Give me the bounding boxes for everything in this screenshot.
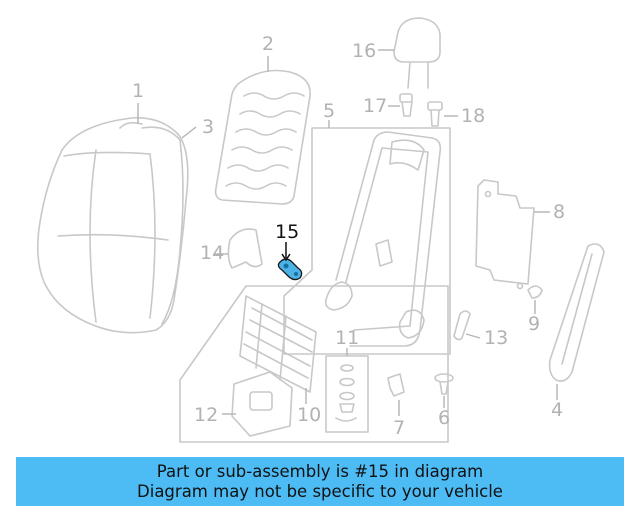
part-10-12-group bbox=[179, 285, 449, 443]
callout-1: 1 bbox=[132, 80, 144, 102]
leader-15-arrow-icon bbox=[281, 253, 291, 262]
part-4-side-trim bbox=[548, 243, 605, 382]
callout-9: 9 bbox=[528, 313, 540, 335]
part-9-clip bbox=[527, 285, 543, 299]
leader-3 bbox=[181, 126, 197, 139]
part-14-bracket bbox=[227, 228, 263, 269]
callout-10: 10 bbox=[297, 404, 321, 426]
banner-line-disclaimer: Diagram may not be specific to your vehi… bbox=[137, 481, 503, 501]
part-6-pin bbox=[434, 373, 454, 395]
callout-11: 11 bbox=[335, 327, 359, 349]
part-17-guide bbox=[399, 93, 413, 117]
part-5-frame-group bbox=[283, 127, 451, 355]
callout-2: 2 bbox=[262, 33, 274, 55]
callout-16: 16 bbox=[352, 40, 376, 62]
callout-4: 4 bbox=[551, 399, 563, 421]
part-2-back-pad bbox=[214, 69, 311, 205]
part-11-fastener-kit bbox=[325, 355, 369, 433]
banner-line-part: Part or sub-assembly is #15 in diagram bbox=[156, 461, 484, 481]
part-16-headrest bbox=[393, 17, 441, 89]
callout-17: 17 bbox=[363, 95, 387, 117]
callout-8: 8 bbox=[553, 201, 565, 223]
callout-7: 7 bbox=[393, 417, 405, 439]
callout-18: 18 bbox=[461, 105, 485, 127]
part-18-guide-lock bbox=[427, 101, 443, 127]
callout-12: 12 bbox=[194, 404, 218, 426]
callout-6: 6 bbox=[438, 407, 450, 429]
info-banner: Part or sub-assembly is #15 in diagram D… bbox=[16, 457, 624, 506]
callout-15: 15 bbox=[275, 221, 299, 243]
part-13-cap bbox=[453, 310, 471, 341]
callout-14: 14 bbox=[200, 242, 224, 264]
part-1-seat-back-cover bbox=[36, 117, 189, 334]
part-8-back-panel bbox=[475, 179, 535, 290]
part-7-hook bbox=[387, 373, 405, 397]
callout-5: 5 bbox=[323, 100, 335, 122]
leader-13 bbox=[465, 333, 481, 339]
part-15-highlighted bbox=[277, 258, 303, 281]
callout-3: 3 bbox=[202, 116, 214, 138]
callout-13: 13 bbox=[484, 327, 508, 349]
